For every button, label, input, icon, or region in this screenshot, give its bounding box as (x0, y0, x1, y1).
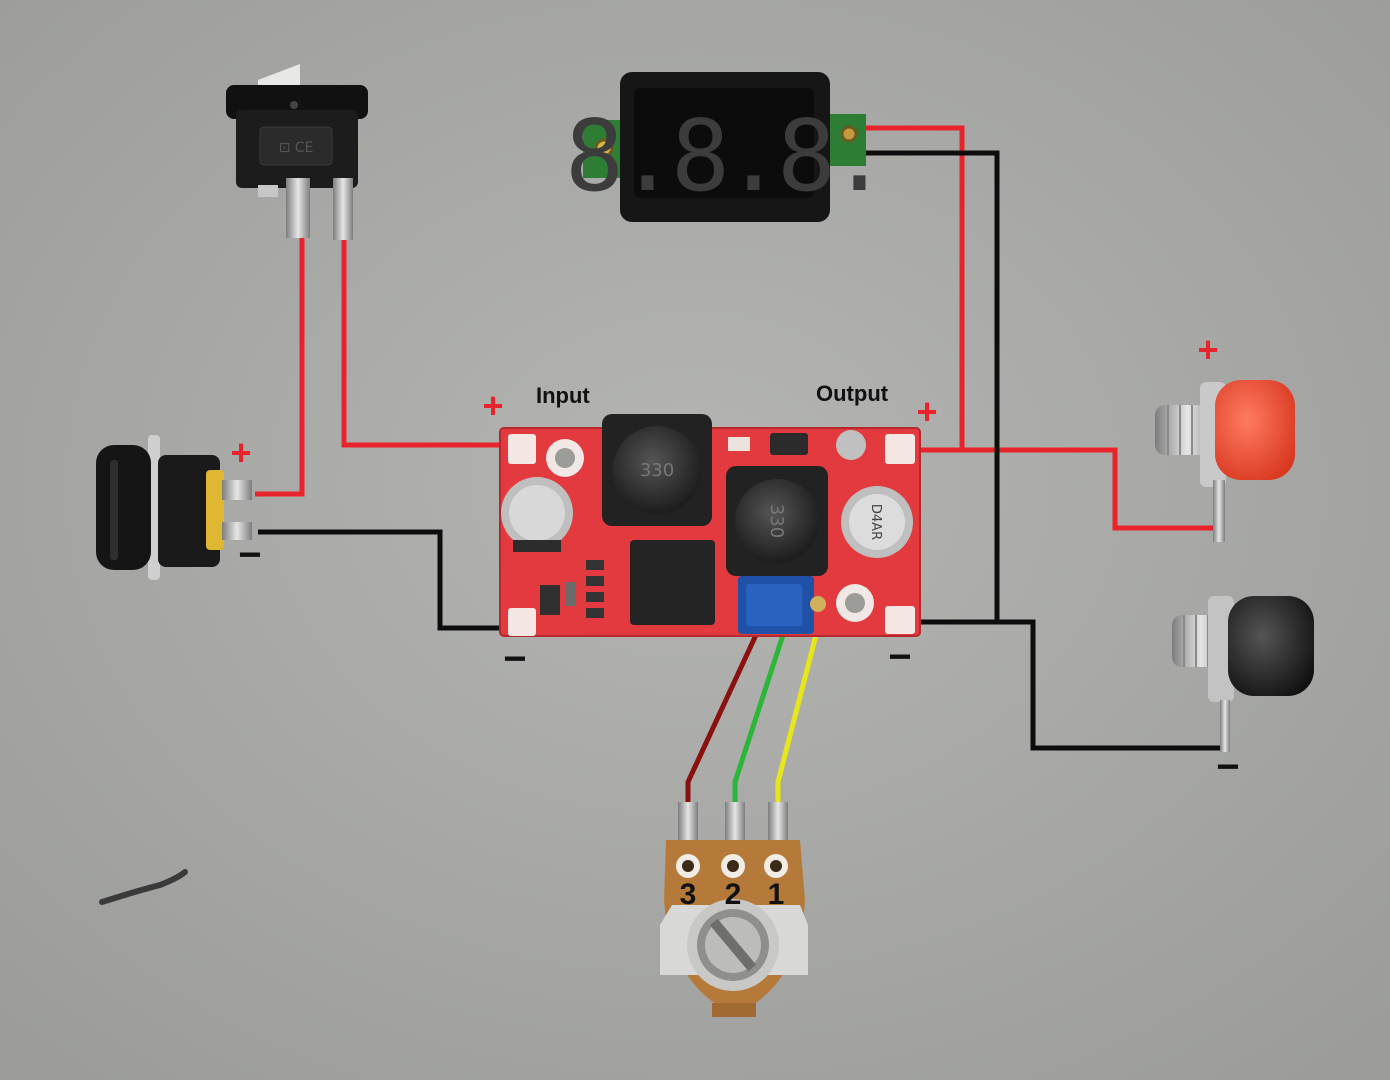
wire-output-positive-to-red-socket (912, 447, 1218, 531)
pot-pin2-label: 2 (725, 878, 742, 911)
voltmeter-display: 8.8.8. (565, 100, 883, 214)
red-socket-plus-label: + (1197, 329, 1218, 370)
output-minus-label: − (888, 635, 911, 679)
potentiometer-icon (660, 802, 808, 1017)
banana-socket-red-icon (1155, 380, 1295, 542)
input-label: Input (536, 383, 590, 408)
surface-scratch (99, 869, 188, 905)
wire-output-negative-to-black-socket (905, 619, 1222, 751)
wire-pot-pin2 (732, 634, 786, 808)
input-plus-label: + (482, 385, 503, 426)
pot-pin1-label: 1 (768, 878, 785, 911)
pot-pin3-label: 3 (680, 878, 697, 911)
svg-text:330: 330 (766, 504, 787, 538)
wire-output-negative-to-meter (862, 150, 1000, 622)
wires (255, 125, 1222, 808)
wire-jack-to-input-negative (258, 529, 515, 631)
svg-text:D4AR: D4AR (868, 504, 883, 540)
banana-socket-black-icon (1172, 596, 1314, 752)
output-plus-label: + (916, 391, 937, 432)
output-label: Output (816, 381, 889, 406)
wire-switch-to-input-positive (341, 235, 508, 448)
buck-boost-module-icon: 330 330 D4AR (499, 414, 921, 637)
svg-text:⊡ CE: ⊡ CE (279, 140, 314, 156)
svg-text:330: 330 (640, 460, 674, 481)
black-socket-minus-label: − (1216, 745, 1239, 789)
jack-minus-label: − (238, 533, 261, 577)
wire-pot-pin1 (775, 634, 819, 808)
jack-plus-label: + (230, 432, 251, 473)
input-minus-label: − (503, 637, 526, 681)
wire-pot-pin3 (685, 633, 759, 808)
dc-jack-icon (96, 435, 252, 580)
wire-switch-to-jack-positive (255, 230, 305, 497)
rocker-switch-icon: ⊡ CE (226, 64, 368, 240)
voltmeter-icon: 8.8.8. (565, 72, 889, 222)
